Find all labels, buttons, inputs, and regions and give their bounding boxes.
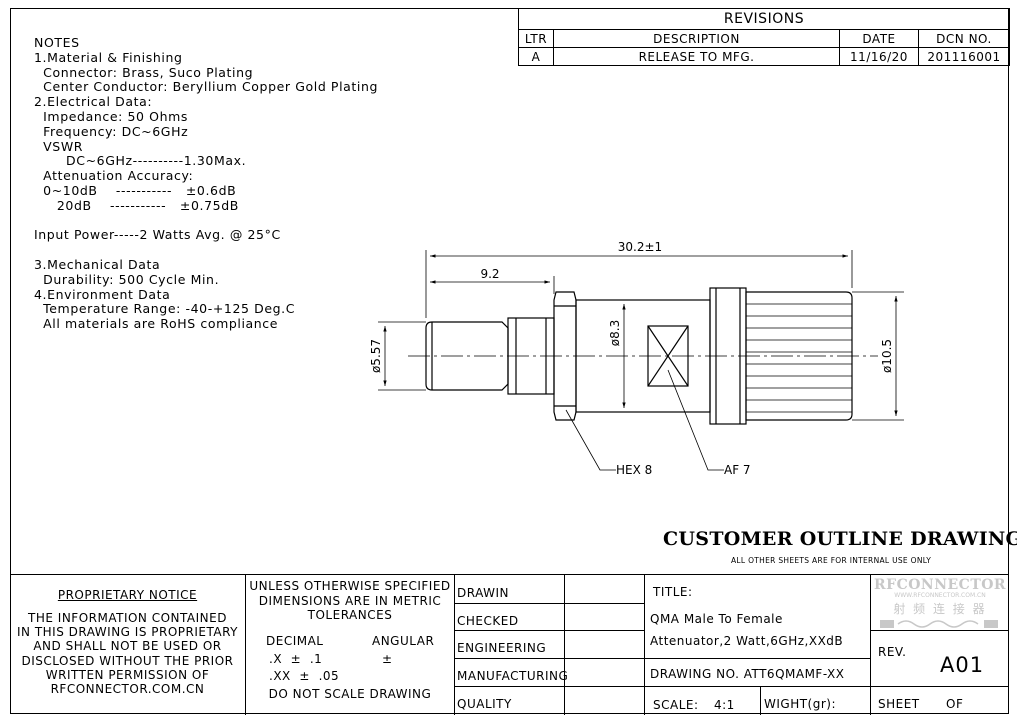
x-tolerance: .X ± .1 [269,652,323,666]
note-line: Connector: Brass, Suco Plating [34,64,254,80]
dim-diameter-right: ø10.5 [880,339,894,373]
sheet-label: SHEET [878,697,920,711]
proprietary-line: IN THIS DRAWING IS PROPRIETARY [17,625,238,640]
weight-label: WIGHT(gr): [764,697,837,711]
note-line: 0~10dB ----------- ±0.6dB [34,182,237,198]
proprietary-line: RFCONNECTOR.COM.CN [50,682,205,697]
note-line: 2.Electrical Data: [34,94,153,110]
title-line-1: QMA Male To Female [650,612,783,626]
rev-label: REV. [878,645,907,659]
proprietary-line: THE INFORMATION CONTAINED [28,611,227,625]
af-label: AF 7 [724,463,751,477]
dim-pin-length: 9.2 [480,267,499,281]
tolerance-line: UNLESS OTHERWISE SPECIFIED [249,579,451,593]
proprietary-title: PROPRIETARY NOTICE [57,588,198,602]
watermark-wave-icon [880,620,998,628]
drawing-number: DRAWING NO. ATT6QMAMF-XX [650,667,845,681]
watermark-url: WWW.RFCONNECTOR.COM.CN [894,592,986,599]
watermark-chinese: 射 频 连 接 器 [893,602,987,616]
watermark-brand: RFCONNECTOR [874,577,1007,593]
role-manufacturing: MANUFACTURING [457,669,569,683]
scale-value: 4:1 [714,698,735,712]
revisions-table: REVISIONS LTR DESCRIPTION DATE DCN NO. A… [518,8,1010,66]
note-line: 20dB ----------- ±0.75dB [34,197,239,213]
scale-label: SCALE: [653,698,699,712]
table-row: A RELEASE TO MFG. 11/16/20 201116001 [518,47,1010,66]
tolerance-line: TOLERANCES [307,608,393,622]
note-line: Input Power-----2 Watts Avg. @ 25°C [34,227,281,243]
note-line: 3.Mechanical Data [34,256,161,272]
drawing-subheading: ALL OTHER SHEETS ARE FOR INTERNAL USE ON… [731,556,932,565]
angular-label: ANGULAR [372,634,435,648]
dim-overall-length: 30.2±1 [618,240,662,254]
note-line: Durability: 500 Cycle Min. [34,271,220,287]
of-label: OF [946,697,964,711]
note-line: Temperature Range: -40-+125 Deg.C [34,301,296,317]
rev-dcn: 201116001 [918,47,1010,66]
note-line: Impedance: 50 Ohms [34,108,189,124]
drawing-frame [10,8,1009,714]
proprietary-line: DISCLOSED WITHOUT THE PRIOR [21,653,234,668]
tolerance-line: DIMENSIONS ARE IN METRIC [258,593,442,608]
no-scale-note: DO NOT SCALE DRAWING [268,687,432,701]
rev-date: 11/16/20 [839,47,919,66]
note-line: NOTES [34,35,80,50]
rev-value: A01 [940,653,985,677]
title-label: TITLE: [653,585,693,599]
note-line: Frequency: DC~6GHz [34,123,189,139]
note-line: All materials are RoHS compliance [34,316,279,332]
role-engineering: ENGINEERING [457,641,547,655]
decimal-label: DECIMAL [266,634,324,648]
dim-diameter-left: ø5.57 [369,339,383,373]
rev-description: RELEASE TO MFG. [553,47,840,66]
title-line-2: Attenuator,2 Watt,6GHz,XXdB [650,634,844,648]
note-line: 4.Environment Data [34,286,171,302]
proprietary-line: AND SHALL NOT BE USED OR [33,639,222,654]
note-line: Center Conductor: Beryllium Copper Gold … [34,79,379,95]
drawing-heading: CUSTOMER OUTLINE DRAWING [663,528,1017,550]
angular-tolerance: ± [382,652,393,666]
title-block: PROPRIETARY NOTICE THE INFORMATION CONTA… [10,574,1009,715]
note-line: VSWR [34,138,84,154]
note-line: 1.Material & Finishing [34,49,183,65]
role-drawin: DRAWIN [457,586,510,600]
role-quality: QUALITY [457,697,512,711]
proprietary-line: WRITTEN PERMISSION OF [45,667,210,682]
role-checked: CHECKED [457,614,519,628]
note-line: DC~6GHz----------1.30Max. [34,153,247,169]
dim-diameter-mid: ø8.3 [608,320,622,346]
hex-label: HEX 8 [616,463,652,477]
xx-tolerance: .XX ± .05 [269,669,340,683]
connector-outline-drawing: 30.2±1 9.2 ø5.57 ø8.3 ø10.5 HEX 8 AF 7 [369,240,904,477]
note-line: Attenuation Accuracy: [34,168,194,184]
rfconnector-logo: RFCONNECTOR WWW.RFCONNECTOR.COM.CN 射 频 连… [874,577,1007,628]
